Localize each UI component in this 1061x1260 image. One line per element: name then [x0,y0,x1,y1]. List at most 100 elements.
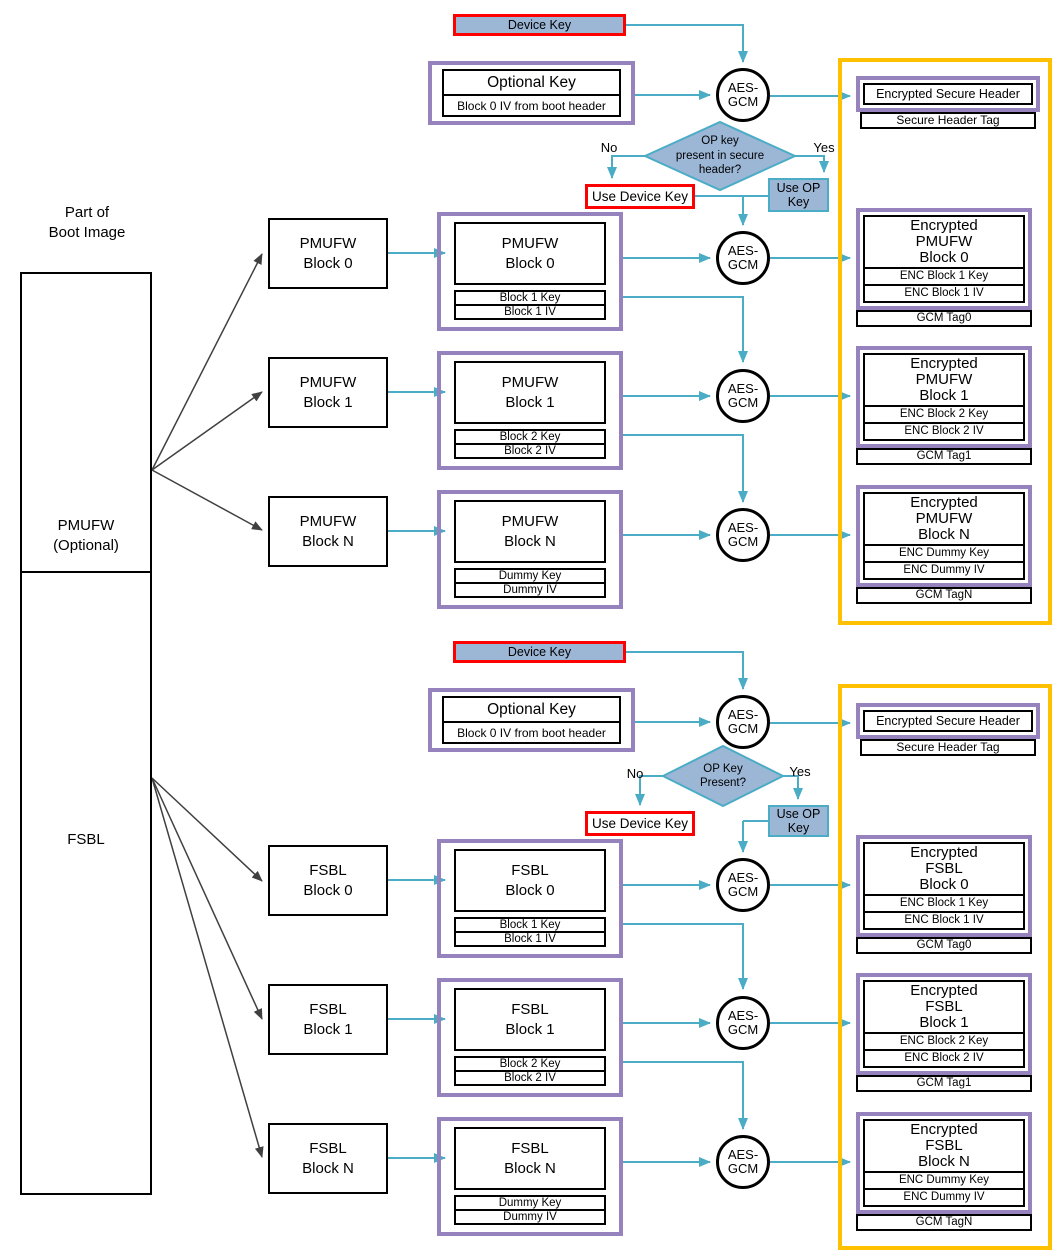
stage-title: PMUFW Block 1 [454,361,606,424]
encrypted-output-block: Encrypted FSBL Block N ENC Dummy Key ENC… [856,1112,1032,1214]
encrypted-secure-header-2: Encrypted Secure Header [856,703,1040,739]
output-key-row: ENC Block 1 Key [865,894,1023,911]
stage-title: FSBL Block N [454,1127,606,1190]
encrypted-output-block: Encrypted PMUFW Block 1 ENC Block 2 Key … [856,346,1032,448]
no-label-1: No [600,140,618,155]
stage-iv-row: Block 1 IV [454,931,606,947]
stage-block: PMUFW Block 0 Block 1 Key Block 1 IV [437,212,623,331]
boot-image-title: Part of Boot Image [48,204,126,241]
decision-diamonds [642,120,798,808]
stage-block: FSBL Block 1 Block 2 Key Block 2 IV [437,978,623,1097]
output-iv-row: ENC Block 1 IV [865,911,1023,928]
source-block: FSBL Block 1 [268,984,388,1055]
op-key-diamond-1 [642,120,798,192]
source-block: PMUFW Block N [268,496,388,567]
boot-image-fanout-arrows [151,253,264,1158]
output-iv-row: ENC Block 2 IV [865,422,1023,439]
encrypted-secure-header-1: Encrypted Secure Header [856,76,1040,112]
use-op-key-box-2: Use OP Key [768,805,829,837]
aes-gcm-circle: AES- GCM [716,858,770,912]
flow-connectors [388,24,851,1167]
encrypted-output-block: Encrypted PMUFW Block N ENC Dummy Key EN… [856,485,1032,587]
source-block: PMUFW Block 0 [268,218,388,289]
optional-key-subtitle-1: Block 0 IV from boot header [442,94,621,117]
aes-gcm-header-circle-2: AES- GCM [716,695,770,749]
secure-header-tag-1: Secure Header Tag [860,112,1036,129]
gcm-tag-box: GCM TagN [856,587,1032,604]
stage-block: PMUFW Block 1 Block 2 Key Block 2 IV [437,351,623,470]
use-device-key-box-1: Use Device Key [585,184,695,209]
output-iv-row: ENC Dummy IV [865,1188,1023,1205]
aes-gcm-circle: AES- GCM [716,369,770,423]
output-key-row: ENC Block 2 Key [865,1032,1023,1049]
device-key-box-2: Device Key [453,641,626,663]
stage-title: PMUFW Block N [454,500,606,563]
output-iv-row: ENC Block 1 IV [865,284,1023,301]
no-label-2: No [626,766,644,781]
aes-gcm-circle: AES- GCM [716,996,770,1050]
op-key-diamond-2 [660,744,786,808]
boot-image-box [20,272,152,1195]
optional-key-box-2: Optional Key Block 0 IV from boot header [428,688,635,752]
encrypted-output-group-1 [838,58,1052,625]
op-key-decision-text-2: OP Key Present? [699,762,747,789]
encrypted-output-block: Encrypted PMUFW Block 0 ENC Block 1 Key … [856,208,1032,310]
output-title: Encrypted FSBL Block 1 [910,982,978,1031]
output-title: Encrypted FSBL Block N [910,1121,978,1170]
output-key-row: ENC Dummy Key [865,1171,1023,1188]
output-title: Encrypted PMUFW Block 0 [910,217,978,266]
stage-iv-row: Block 1 IV [454,304,606,320]
output-iv-row: ENC Dummy IV [865,561,1023,578]
stage-iv-row: Block 2 IV [454,1070,606,1086]
segment-fsbl-label: FSBL [67,831,105,848]
stage-iv-row: Dummy IV [454,1209,606,1225]
stage-key-row: Block 1 Key [454,917,606,933]
encrypted-secure-header-title-2: Encrypted Secure Header [863,710,1033,732]
aes-gcm-circle: AES- GCM [716,1135,770,1189]
stage-iv-row: Dummy IV [454,582,606,598]
stage-title: PMUFW Block 0 [454,222,606,285]
stage-title: FSBL Block 1 [454,988,606,1051]
stage-block: PMUFW Block N Dummy Key Dummy IV [437,490,623,609]
yes-label-1: Yes [813,140,835,155]
segment-pmufw-label: PMUFW (Optional) [53,517,119,554]
optional-key-subtitle-2: Block 0 IV from boot header [442,721,621,744]
optional-key-title-2: Optional Key [442,696,621,723]
stage-block: FSBL Block N Dummy Key Dummy IV [437,1117,623,1236]
source-block: FSBL Block 0 [268,845,388,916]
output-key-row: ENC Dummy Key [865,544,1023,561]
output-key-row: ENC Block 1 Key [865,267,1023,284]
gcm-tag-box: GCM Tag1 [856,1075,1032,1092]
aes-gcm-circle: AES- GCM [716,231,770,285]
output-title: Encrypted PMUFW Block 1 [910,355,978,404]
stage-title: FSBL Block 0 [454,849,606,912]
use-device-key-box-2: Use Device Key [585,811,695,836]
aes-gcm-circle: AES- GCM [716,508,770,562]
output-key-row: ENC Block 2 Key [865,405,1023,422]
optional-key-title-1: Optional Key [442,69,621,96]
secure-header-tag-2: Secure Header Tag [860,739,1036,756]
stage-block: FSBL Block 0 Block 1 Key Block 1 IV [437,839,623,958]
gcm-tag-box: GCM TagN [856,1214,1032,1231]
source-block: FSBL Block N [268,1123,388,1194]
gcm-tag-box: GCM Tag0 [856,310,1032,327]
source-block: PMUFW Block 1 [268,357,388,428]
output-iv-row: ENC Block 2 IV [865,1049,1023,1066]
encrypted-output-block: Encrypted FSBL Block 0 ENC Block 1 Key E… [856,835,1032,937]
optional-key-box-1: Optional Key Block 0 IV from boot header [428,61,635,125]
encrypted-output-block: Encrypted FSBL Block 1 ENC Block 2 Key E… [856,973,1032,1075]
aes-gcm-header-circle-1: AES- GCM [716,68,770,122]
use-op-key-box-1: Use OP Key [768,178,829,212]
gcm-tag-box: GCM Tag0 [856,937,1032,954]
encrypted-secure-header-title-1: Encrypted Secure Header [863,83,1033,105]
device-key-box-1: Device Key [453,14,626,36]
output-title: Encrypted FSBL Block 0 [910,844,978,893]
op-key-decision-text-1: OP key present in secure header? [675,135,765,177]
yes-label-2: Yes [789,764,811,779]
boot-image-divider [20,571,152,573]
stage-iv-row: Block 2 IV [454,443,606,459]
encrypted-output-group-2 [838,684,1052,1250]
output-title: Encrypted PMUFW Block N [910,494,978,543]
